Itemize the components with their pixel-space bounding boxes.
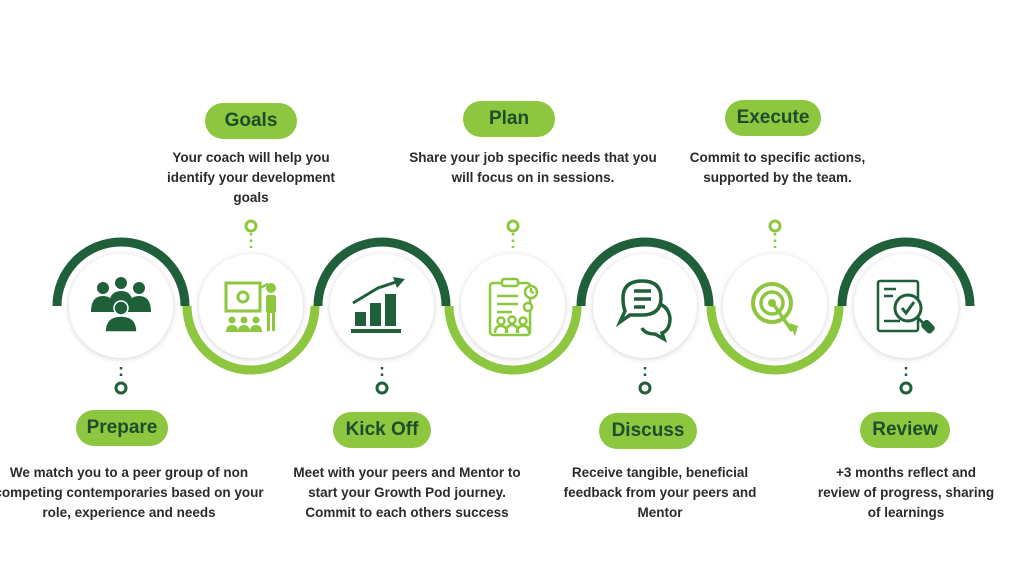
group-people-icon	[91, 277, 151, 333]
clipboard-team-icon	[488, 277, 539, 337]
step-description-prepare: We match you to a peer group of non comp…	[0, 465, 264, 520]
step-kick-off	[313, 237, 451, 395]
step-discuss	[576, 237, 714, 395]
step-description-kick-off: Meet with your peers and Mentor to start…	[293, 465, 521, 520]
step-plan	[444, 219, 582, 375]
step-description-plan: Share your job specific needs that you w…	[409, 150, 657, 185]
step-goals	[182, 219, 320, 375]
step-title-kick-off: Kick Off	[333, 412, 431, 448]
step-prepare	[52, 237, 190, 395]
step-title-prepare: Prepare	[76, 410, 168, 446]
step-description-discuss: Receive tangible, beneficial feedback fr…	[563, 465, 757, 520]
step-title-plan: Plan	[463, 101, 555, 137]
step-title-discuss: Discuss	[599, 413, 697, 449]
presentation-board-icon	[224, 281, 276, 332]
target-icon	[751, 282, 798, 336]
chat-bubbles-icon	[615, 279, 672, 343]
step-title-execute: Execute	[725, 100, 821, 136]
step-description-review: +3 months reflect and review of progress…	[817, 465, 995, 520]
document-check-icon	[876, 279, 935, 334]
step-description-execute: Commit to specific actions, supported by…	[689, 150, 866, 185]
step-title-goals: Goals	[205, 103, 297, 139]
step-description-goals: Your coach will help you identify your d…	[166, 150, 336, 205]
step-execute	[706, 219, 844, 375]
step-title-review: Review	[860, 412, 950, 448]
step-review	[837, 237, 975, 395]
growth-chart-icon	[351, 277, 405, 333]
